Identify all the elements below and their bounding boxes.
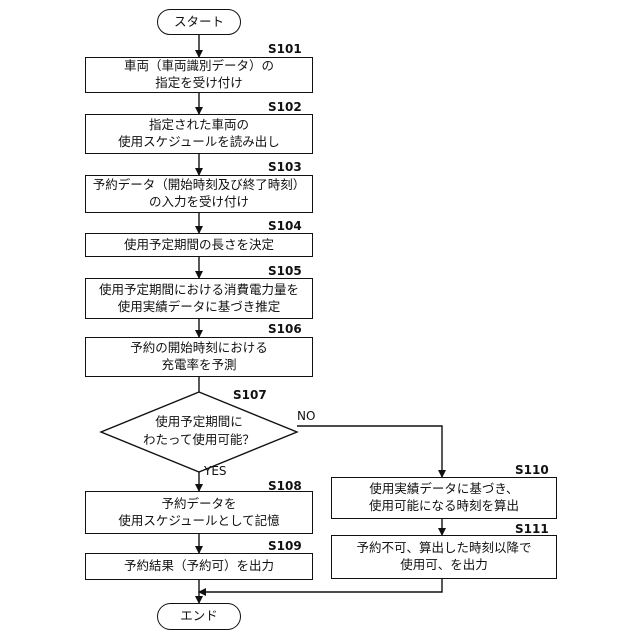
s106-line-2: 充電率を予測	[161, 357, 236, 374]
step-id-s101: S101	[268, 42, 302, 56]
s101-line-2: 指定を受け付け	[155, 75, 243, 92]
step-id-s104: S104	[268, 219, 302, 233]
s109-line-1: 予約結果（予約可）を出力	[124, 558, 274, 575]
s107-line-1: 使用予定期間に	[119, 413, 279, 431]
s105-line-1: 使用予定期間における消費電力量を	[99, 282, 299, 299]
process-box-s110: 使用実績データに基づき、 使用可能になる時刻を算出	[331, 477, 557, 519]
process-box-s104: 使用予定期間の長さを決定	[85, 233, 313, 257]
step-id-s103: S103	[268, 160, 302, 174]
s102-line-2: 使用スケジュールを読み出し	[118, 134, 280, 151]
s107-line-2: わたって使用可能？	[119, 431, 279, 449]
s110-line-2: 使用可能になる時刻を算出	[369, 498, 519, 515]
s110-line-1: 使用実績データに基づき、	[369, 481, 518, 498]
arrow-s107-no-s110	[297, 426, 442, 477]
s103-line-1: 予約データ（開始時刻及び終了時刻）	[93, 177, 306, 194]
step-id-s110: S110	[515, 463, 549, 477]
s105-line-2: 使用実績データに基づき推定	[118, 299, 281, 316]
s104-line-1: 使用予定期間の長さを決定	[124, 237, 274, 254]
process-box-s105: 使用予定期間における消費電力量を 使用実績データに基づき推定	[85, 278, 313, 319]
step-id-s107: S107	[233, 388, 267, 402]
end-label: エンド	[180, 608, 218, 625]
s108-line-1: 予約データを	[161, 496, 236, 513]
step-id-s111: S111	[515, 522, 549, 536]
step-id-s106: S106	[268, 322, 302, 336]
s106-line-1: 予約の開始時刻における	[130, 340, 268, 357]
arrow-s111-merge	[199, 578, 442, 592]
process-box-s111: 予約不可、算出した時刻以降で 使用可、を出力	[331, 535, 557, 579]
branch-no-label: NO	[297, 409, 315, 423]
step-id-s102: S102	[268, 100, 302, 114]
branch-yes-label: YES	[204, 464, 227, 478]
s111-line-1: 予約不可、算出した時刻以降で	[356, 540, 531, 557]
step-id-s109: S109	[268, 539, 302, 553]
s111-line-2: 使用可、を出力	[400, 557, 488, 574]
start-label: スタート	[174, 14, 224, 31]
process-box-s103: 予約データ（開始時刻及び終了時刻） の入力を受け付け	[85, 175, 313, 213]
process-box-s101: 車両（車両識別データ）の 指定を受け付け	[85, 57, 313, 93]
process-box-s108: 予約データを 使用スケジュールとして記憶	[85, 491, 313, 534]
decision-text-s107: 使用予定期間に わたって使用可能？	[119, 413, 279, 449]
end-terminal: エンド	[157, 603, 241, 630]
process-box-s106: 予約の開始時刻における 充電率を予測	[85, 337, 313, 377]
s108-line-2: 使用スケジュールとして記憶	[118, 513, 279, 530]
process-box-s109: 予約結果（予約可）を出力	[85, 553, 313, 580]
s103-line-2: の入力を受け付け	[149, 194, 249, 211]
s102-line-1: 指定された車両の	[149, 117, 249, 134]
s101-line-1: 車両（車両識別データ）の	[124, 58, 274, 75]
step-id-s105: S105	[268, 264, 302, 278]
start-terminal: スタート	[157, 9, 241, 35]
process-box-s102: 指定された車両の 使用スケジュールを読み出し	[85, 114, 313, 154]
